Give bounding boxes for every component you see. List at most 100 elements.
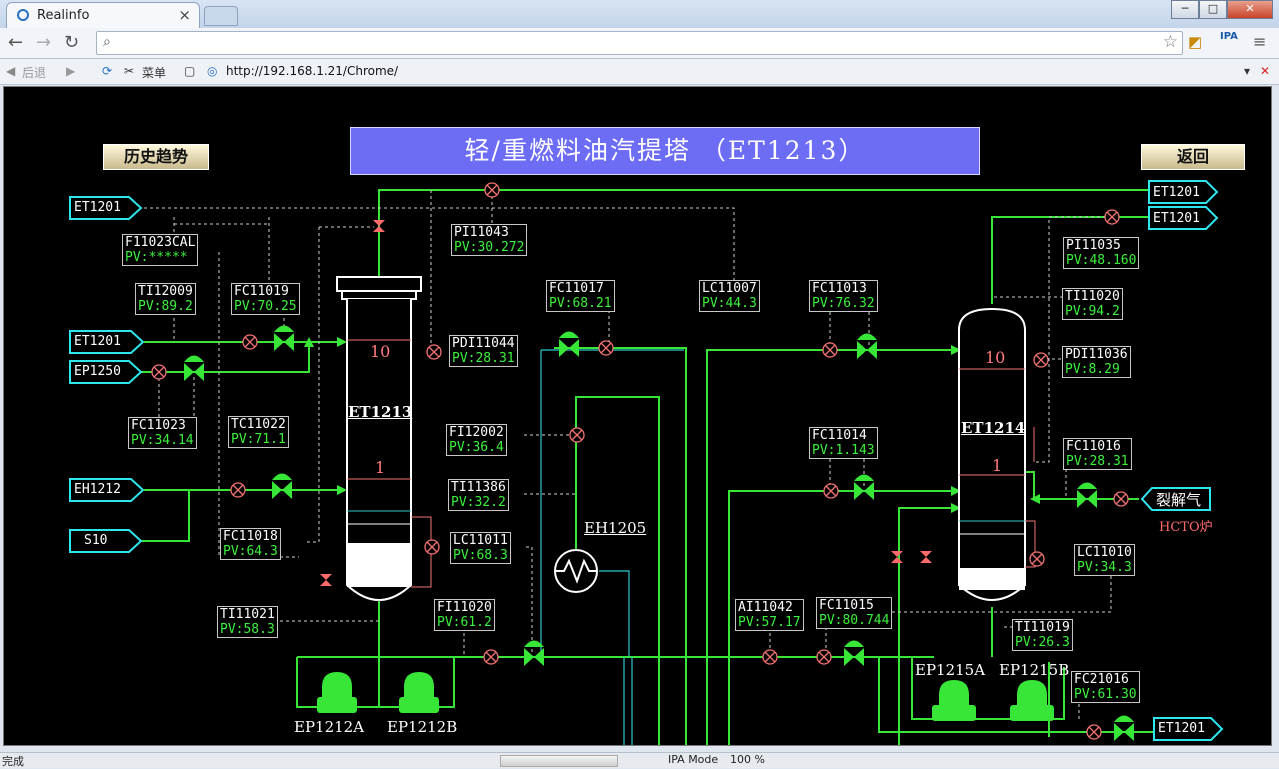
ipa-icon[interactable]: IPA (1220, 31, 1238, 42)
stream-et1201-bottom[interactable]: ET1201 (1158, 721, 1205, 736)
overhead-line-1 (378, 189, 1154, 277)
box-et1201-out1 (1148, 180, 1219, 204)
omnibox[interactable]: ⌕ ☆ (96, 31, 1183, 55)
minimize-button[interactable]: ─ (1171, 0, 1199, 19)
fe-5 (426, 344, 442, 360)
close-window-button[interactable]: ✕ (1227, 0, 1273, 19)
control-valves (184, 325, 1134, 741)
pump-ep1212b (399, 672, 439, 713)
fe-12 (823, 483, 839, 499)
wrench-menu-icon[interactable]: ≡ (1253, 32, 1267, 51)
ie-back-label[interactable]: 后退 (22, 66, 47, 80)
ie-forward-icon[interactable]: ▶ (66, 64, 76, 78)
ie-menu-label[interactable]: 菜单 (142, 66, 167, 80)
pump-ep1212a-label[interactable]: EP1212A (294, 718, 365, 736)
ie-back-icon[interactable]: ◀ (6, 64, 16, 78)
column-et1213-label[interactable]: ET1213 (348, 403, 413, 421)
ie-tools-icon[interactable]: ✂ (124, 64, 135, 78)
fe-10 (483, 649, 499, 665)
stream-et1201-in[interactable]: ET1201 (74, 334, 121, 349)
reload-icon[interactable]: ↻ (64, 32, 80, 53)
ie-url-field[interactable]: http://192.168.1.21/Chrome/ (226, 64, 399, 78)
extension-icon[interactable]: ◩ (1188, 33, 1203, 51)
cv-fi11020 (524, 640, 544, 666)
return-button[interactable]: 返回 (1141, 144, 1245, 170)
pump-ep1215a-label[interactable]: EP1215A (915, 661, 986, 679)
back-arrow-icon[interactable]: ← (8, 32, 24, 53)
utility-lines (540, 349, 684, 745)
maximize-button[interactable]: □ (1199, 0, 1227, 19)
stream-ep1250[interactable]: EP1250 (74, 364, 121, 379)
fc11015-branch-line (898, 507, 959, 745)
box-ep1250 (69, 360, 143, 384)
hcto-furnace-label: HCTO炉 (1159, 520, 1213, 535)
stream-et1201-out2[interactable]: ET1201 (1153, 211, 1200, 226)
signal-pi11035 (1034, 216, 1112, 463)
browser-tab[interactable]: Realinfo × (6, 2, 200, 29)
pump-ep1215b-label[interactable]: EP1215B (999, 661, 1070, 679)
new-tab-button[interactable] (204, 6, 238, 26)
zoom-level[interactable]: 100 % (730, 753, 765, 766)
box-et1201-left (69, 196, 143, 220)
forward-arrow-icon[interactable]: → (36, 32, 52, 53)
signal-lc11010 (892, 547, 1112, 613)
ie-stop-icon[interactable]: ✕ (1260, 64, 1271, 78)
mv-3 (891, 551, 903, 557)
history-trend-button[interactable]: 历史趋势 (103, 144, 209, 170)
fe-8 (230, 482, 246, 498)
arrow-2 (337, 485, 347, 495)
utility-line-4 (623, 657, 633, 745)
page-title: 轻/重燃料油汽提塔 （ET1213） (350, 127, 980, 175)
column-et1214-label[interactable]: ET1214 (961, 419, 1026, 437)
stream-cracked-gas[interactable]: 裂解气 (1156, 491, 1202, 509)
pump-ep1215b (1010, 680, 1054, 721)
tab-close-button[interactable]: × (178, 6, 191, 24)
exchanger-eh1205-label[interactable]: EH1205 (584, 519, 647, 537)
cv-fc21016 (1114, 715, 1134, 741)
ie-url-dropdown-icon[interactable]: ▾ (1244, 64, 1251, 78)
utility-line-3 (599, 570, 630, 657)
stream-et1201-out1[interactable]: ET1201 (1153, 185, 1200, 200)
fe-3 (242, 334, 258, 350)
pump-ep1212b-label[interactable]: EP1212B (387, 718, 458, 736)
et1213-top-tray: 10 (370, 342, 391, 361)
progress-bar (500, 755, 618, 767)
stream-eh1212[interactable]: EH1212 (74, 482, 121, 497)
stream-s10[interactable]: S10 (84, 533, 108, 548)
ie-refresh-icon[interactable]: ⟳ (102, 64, 113, 78)
ie-url-favicon-icon: ◎ (207, 64, 218, 78)
fe-7 (569, 427, 585, 443)
box-et1201-bottom (1153, 717, 1224, 741)
stream-et1201-left[interactable]: ET1201 (74, 200, 121, 215)
fe-9 (424, 539, 440, 555)
bookmark-star-icon[interactable]: ☆ (1162, 32, 1178, 52)
signal-et1201 (144, 207, 735, 284)
ie-page-icon[interactable]: ▢ (184, 64, 196, 78)
